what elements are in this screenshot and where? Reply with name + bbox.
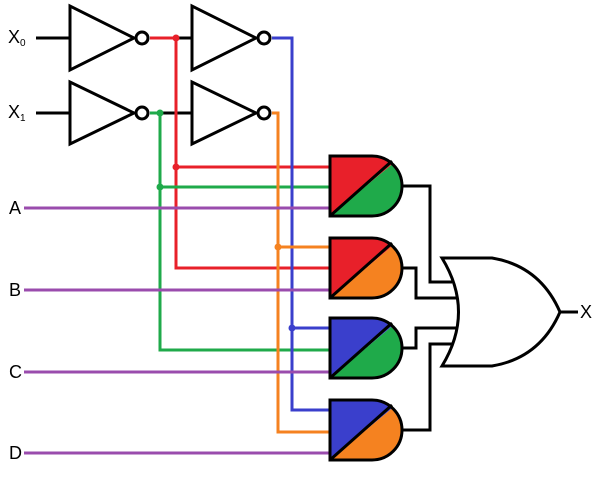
d-label: D (9, 443, 22, 463)
and-gate-b (328, 236, 404, 300)
not-gate-x1-second (190, 79, 272, 147)
x1-label: X1 (8, 103, 26, 124)
select-wires (150, 36, 330, 434)
blue-wire-branch (290, 328, 330, 412)
green-wire-branch (158, 187, 330, 352)
output-label: X (580, 302, 593, 322)
green-wire (150, 111, 330, 189)
not-gate-x0 (68, 3, 150, 73)
and-gate-d (328, 398, 404, 462)
and-gate-c (328, 316, 404, 380)
junction-dot (172, 34, 180, 42)
red-wire-branch (174, 167, 330, 270)
blue-wire (272, 36, 330, 330)
junction-dot (172, 163, 180, 171)
orange-wire-branch (276, 247, 330, 434)
junction-dot (274, 243, 282, 251)
x0-label-text: X (8, 27, 21, 47)
orange-wire (272, 111, 330, 249)
b-label: B (9, 280, 22, 300)
and-to-or-wires (402, 184, 460, 432)
x0-label: X0 (8, 28, 26, 49)
a-label: A (9, 198, 22, 218)
x0-label-subscript: 0 (20, 38, 26, 49)
inverters (68, 3, 272, 147)
junction-dots (156, 34, 296, 332)
x1-label-subscript: 1 (20, 113, 26, 124)
red-wire (150, 36, 330, 169)
junction-dot (288, 324, 296, 332)
junction-dot (156, 183, 164, 191)
data-wires (24, 206, 330, 455)
or-gate (439, 256, 562, 368)
x1-label-text: X (8, 102, 21, 122)
not-gate-x0-second (190, 3, 272, 73)
and-gate-a (328, 154, 404, 218)
c-label: C (9, 362, 22, 382)
not-gate-x1 (68, 79, 150, 147)
junction-dot (156, 109, 164, 117)
